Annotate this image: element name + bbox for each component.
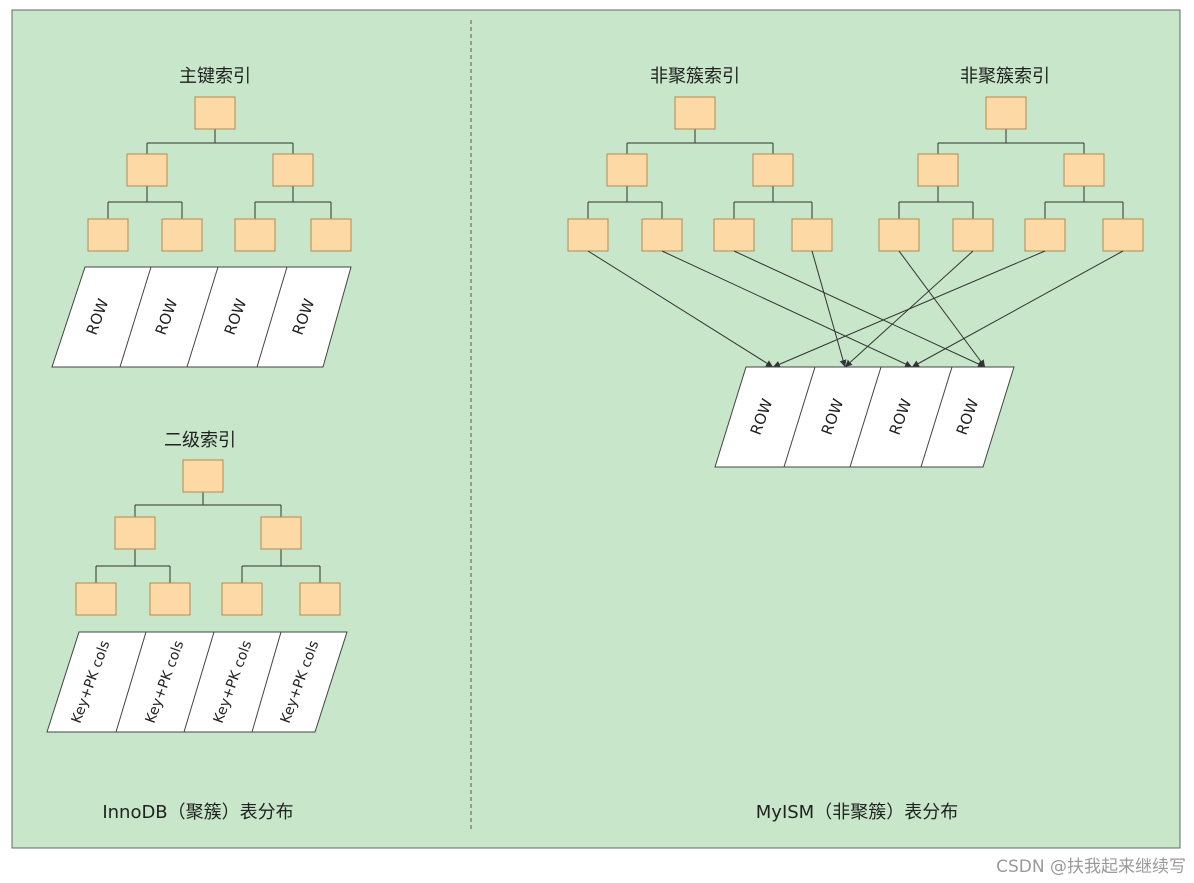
tree-node-leaf <box>299 582 341 616</box>
pointer-arrow <box>733 250 986 368</box>
tree-node <box>126 153 168 187</box>
tree-node-leaf <box>310 218 352 252</box>
tree-node-root <box>985 96 1027 130</box>
tree-node-leaf <box>87 218 129 252</box>
pointer-arrow <box>661 250 913 368</box>
watermark-text: CSDN @扶我起来继续写 <box>996 857 1186 877</box>
pointer-arrow <box>811 250 847 368</box>
primary-index-tree: 主键索引 ROW ROW ROW ROW <box>51 66 352 368</box>
nonclustered-index-label: 非聚簇索引 <box>650 66 740 87</box>
secondary-index-tree: 二级索引 Key+PK cols Key+PK cols Key+PK cols… <box>46 430 348 733</box>
tree-node-leaf <box>641 218 683 252</box>
tree-node <box>260 516 302 550</box>
tree-node <box>752 153 794 187</box>
tree-node-leaf <box>1024 218 1066 252</box>
myisam-caption: MyISM（非聚簇）表分布 <box>756 802 958 823</box>
tree-node <box>917 153 959 187</box>
tree-lines <box>107 129 332 219</box>
secondary-index-label: 二级索引 <box>164 430 236 451</box>
tree-node-leaf <box>878 218 920 252</box>
tree-node-leaf <box>221 582 263 616</box>
tree-node <box>606 153 648 187</box>
tree-node-root <box>182 459 224 493</box>
tree-node-leaf <box>161 218 203 252</box>
tree-node-leaf <box>75 582 117 616</box>
tree-node <box>1063 153 1105 187</box>
tree-node <box>272 153 314 187</box>
tree-lines <box>95 492 321 583</box>
row-pointer-arrows <box>587 250 1124 368</box>
nonclustered-index-left: 非聚簇索引 <box>567 66 833 252</box>
tree-lines <box>587 129 813 219</box>
tree-node-leaf <box>234 218 276 252</box>
nonclustered-index-right: 非聚簇索引 <box>878 66 1144 252</box>
nonclustered-index-label: 非聚簇索引 <box>960 66 1050 87</box>
tree-node-root <box>194 96 236 130</box>
innodb-caption: InnoDB（聚簇）表分布 <box>102 802 293 823</box>
primary-index-label: 主键索引 <box>179 66 251 87</box>
row-strip: ROW ROW ROW ROW <box>51 266 352 368</box>
tree-node <box>114 516 156 550</box>
pointer-arrow <box>898 250 986 368</box>
pointer-arrow <box>911 250 1124 368</box>
tree-node-leaf <box>791 218 833 252</box>
tree-node-leaf <box>713 218 755 252</box>
key-pk-strip: Key+PK cols Key+PK cols Key+PK cols Key+… <box>46 631 348 733</box>
tree-node-leaf <box>567 218 609 252</box>
tree-lines <box>898 129 1124 219</box>
tree-node-leaf <box>1102 218 1144 252</box>
tree-node-leaf <box>952 218 994 252</box>
myisam-row-strip: ROW ROW ROW ROW <box>714 366 1015 468</box>
pointer-arrow <box>587 250 774 368</box>
tree-node-leaf <box>149 582 191 616</box>
tree-node-root <box>674 96 716 130</box>
pointer-arrow <box>772 250 1046 368</box>
